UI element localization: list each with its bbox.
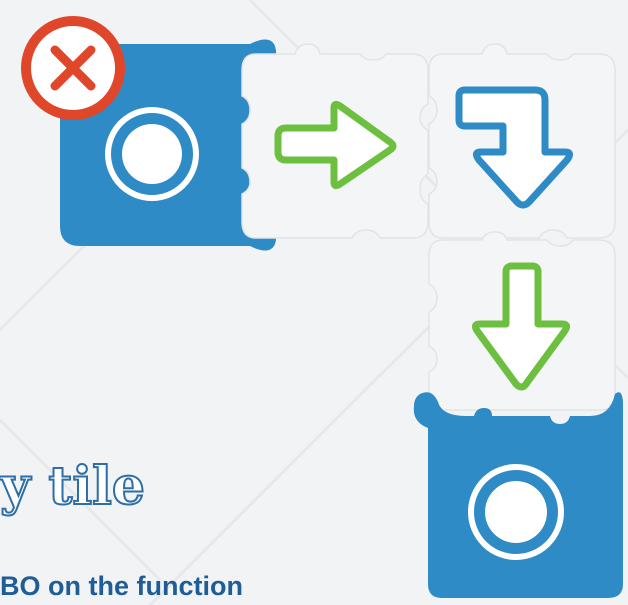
delete-badge[interactable] — [18, 16, 128, 120]
section-heading: y tile — [0, 455, 146, 518]
arrow-turn-down-icon — [455, 80, 583, 210]
ring-icon — [466, 462, 566, 562]
arrow-down-icon — [470, 262, 574, 394]
close-icon — [50, 45, 96, 91]
section-subtitle: BO on the function — [0, 571, 243, 601]
arrow-right-icon — [272, 98, 398, 190]
ring-icon — [103, 105, 201, 203]
